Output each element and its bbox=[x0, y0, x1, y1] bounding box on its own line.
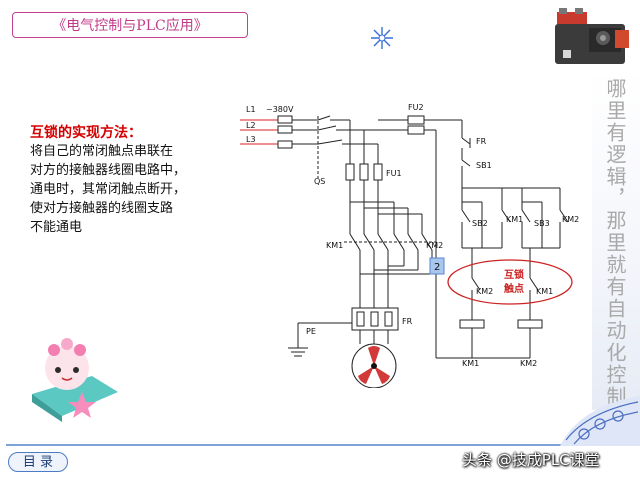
method-line: 通电时，其常闭触点断开， bbox=[30, 182, 187, 197]
label-l2: L2 bbox=[246, 121, 256, 130]
side-decoration bbox=[592, 70, 640, 410]
watermark: 头条 @技成PLC课堂 bbox=[462, 451, 600, 469]
label-km2-interlock: KM2 bbox=[476, 287, 493, 296]
method-line: 不能通电 bbox=[30, 220, 83, 235]
label-km1-coil: KM1 bbox=[462, 359, 479, 368]
label-voltage: ~380V bbox=[266, 105, 294, 114]
step-badge: 2 bbox=[434, 262, 440, 273]
label-fu1: FU1 bbox=[386, 169, 402, 178]
method-line: 使对方接触器的线圈支路 bbox=[30, 201, 174, 216]
method-line: 对方的接触器线圈电路中， bbox=[30, 163, 187, 178]
interlock-circuit-diagram: L1 L2 L3 ~380V bbox=[240, 103, 579, 388]
label-fr: FR bbox=[402, 317, 413, 326]
label-l3: L3 bbox=[246, 135, 256, 144]
method-title: 互锁的实现方法： bbox=[30, 125, 142, 141]
thermal-relay-photo bbox=[555, 8, 629, 64]
label-km2-hold: KM2 bbox=[562, 215, 579, 224]
label-pe: PE bbox=[306, 327, 316, 336]
table-of-contents-button[interactable]: 目 录 bbox=[8, 452, 68, 472]
label-sb3: SB3 bbox=[534, 219, 550, 228]
label-sb1: SB1 bbox=[476, 161, 492, 170]
bottom-divider bbox=[6, 444, 634, 446]
mascot-illustration bbox=[32, 338, 118, 422]
method-body: 将自己的常闭触点串联在 对方的接触器线圈电路中， 通电时，其常闭触点断开， 使对… bbox=[30, 142, 230, 237]
label-fr-ctrl: FR bbox=[476, 137, 487, 146]
label-l1: L1 bbox=[246, 105, 256, 114]
label-km1-interlock: KM1 bbox=[536, 287, 553, 296]
side-caption: 哪里有逻辑，那里就有自动化控制 bbox=[603, 78, 627, 408]
label-sb2: SB2 bbox=[472, 219, 488, 228]
sparkle-icon bbox=[371, 27, 393, 49]
interlock-highlight bbox=[447, 259, 573, 305]
interlock-label-1: 互锁 bbox=[504, 268, 524, 281]
page-title: 《电气控制与PLC应用》 bbox=[12, 12, 248, 38]
label-km2-coil: KM2 bbox=[520, 359, 537, 368]
label-qs: QS bbox=[314, 177, 325, 186]
interlock-label-2: 触点 bbox=[503, 282, 524, 295]
label-km1-hold: KM1 bbox=[506, 215, 523, 224]
label-km1: KM1 bbox=[326, 241, 343, 250]
label-km2: KM2 bbox=[426, 241, 443, 250]
label-fu2: FU2 bbox=[408, 103, 424, 112]
lace-decoration bbox=[560, 396, 640, 446]
method-line: 将自己的常闭触点串联在 bbox=[30, 144, 174, 159]
